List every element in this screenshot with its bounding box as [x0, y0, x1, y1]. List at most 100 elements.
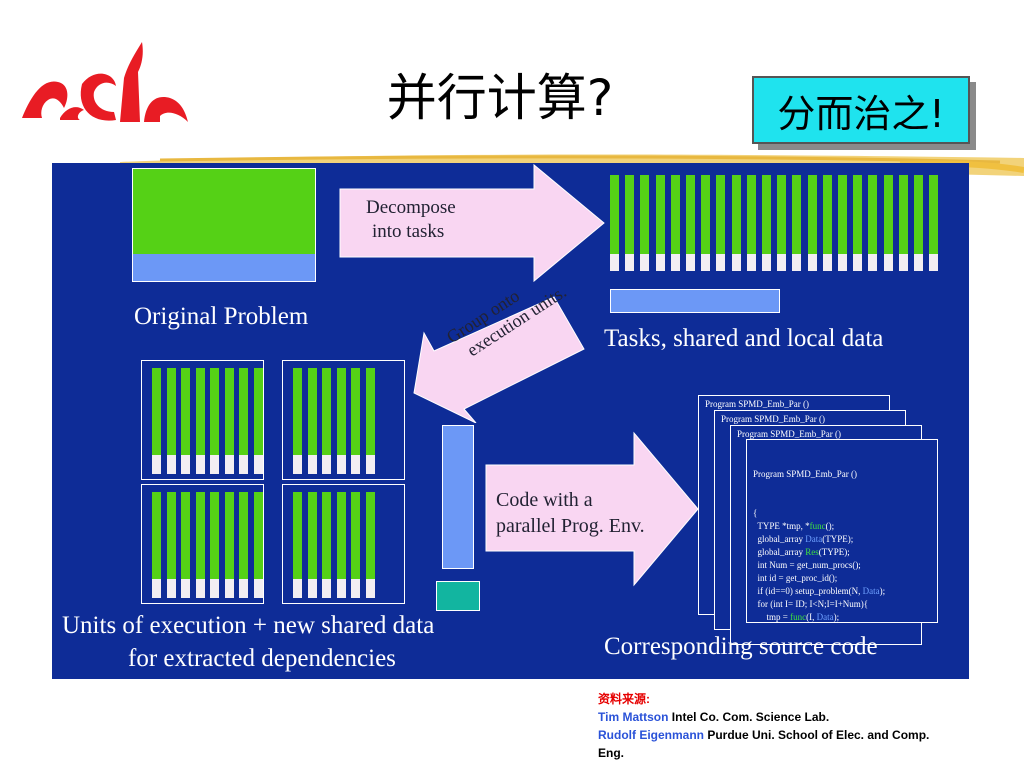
execution-unit — [282, 484, 405, 604]
unit-task-bar — [166, 368, 176, 474]
unit-task-bar — [253, 368, 263, 474]
unit-local-data — [166, 455, 176, 474]
task-local-data — [716, 254, 726, 271]
task-bar — [822, 175, 832, 271]
unit-local-data — [239, 455, 248, 474]
task-bar — [655, 175, 665, 271]
unit-task-bar — [195, 368, 205, 474]
task-bar — [898, 175, 908, 271]
code-body: { TYPE *tmp, *func(); global_array Data(… — [753, 507, 931, 622]
task-local-data — [868, 254, 878, 271]
task-bar — [929, 175, 939, 271]
task-bar — [625, 175, 635, 271]
unit-task-bar — [293, 492, 302, 598]
task-local-data — [883, 254, 893, 271]
task-local-data — [625, 254, 635, 271]
code-line: int Num = get_num_procs(); — [753, 560, 861, 570]
unit-task-bar — [365, 368, 375, 474]
unit-local-data — [195, 579, 205, 598]
unit-local-data — [322, 455, 331, 474]
unit-local-data — [365, 455, 375, 474]
task-local-data — [670, 254, 680, 271]
page-title: 并行计算? — [386, 69, 614, 127]
unit-local-data — [152, 579, 161, 598]
code-line: TYPE *tmp, *func(); — [753, 521, 835, 531]
unit-local-data — [224, 455, 234, 474]
task-bar — [868, 175, 878, 271]
unit-task-bar — [195, 492, 205, 598]
execution-unit — [282, 360, 405, 480]
unit-task-bar — [351, 492, 360, 598]
task-local-data — [929, 254, 939, 271]
task-local-data — [610, 254, 619, 271]
new-shared-data-bar — [442, 425, 474, 569]
unit-local-data — [336, 579, 346, 598]
unit-task-bar — [293, 368, 302, 474]
unit-local-data — [351, 455, 360, 474]
task-bar — [686, 175, 695, 271]
unit-task-bar — [365, 492, 375, 598]
group-onto-arrow — [413, 296, 585, 423]
unit-task-bar — [210, 368, 219, 474]
decompose-line-2: into tasks — [372, 221, 445, 242]
unit-local-data — [166, 579, 176, 598]
task-local-data — [898, 254, 908, 271]
unit-local-data — [336, 455, 346, 474]
code-page-3-header: Program SPMD_Emb_Par () — [737, 429, 841, 439]
code-page-4: Program SPMD_Emb_Par () { TYPE *tmp, *fu… — [746, 439, 938, 623]
unit-task-bar — [166, 492, 176, 598]
dependency-block — [436, 581, 480, 611]
task-local-data — [655, 254, 665, 271]
unit-local-data — [253, 455, 263, 474]
unit-local-data — [293, 579, 302, 598]
unit-task-bar — [307, 368, 317, 474]
task-local-data — [640, 254, 650, 271]
unit-local-data — [239, 579, 248, 598]
code-arrow — [485, 431, 699, 587]
task-local-data — [853, 254, 863, 271]
credit-affil-3: Eng. — [598, 746, 624, 760]
unit-task-bar — [181, 368, 190, 474]
units-label-line-2: for extracted dependencies — [128, 645, 396, 672]
task-bar — [762, 175, 771, 271]
code-line: int id = get_proc_id(); — [753, 573, 838, 583]
task-bar — [746, 175, 756, 271]
task-bar — [670, 175, 680, 271]
source-code-label: Corresponding source code — [604, 633, 878, 660]
task-bar — [883, 175, 893, 271]
units-label-line-1: Units of execution + new shared data — [62, 612, 435, 639]
unit-task-bar — [322, 492, 331, 598]
task-local-data — [838, 254, 847, 271]
credit-affil-2: Purdue Uni. School of Elec. and Comp. — [704, 728, 930, 742]
shared-data-bar — [610, 289, 780, 313]
unit-task-bar — [336, 492, 346, 598]
task-bar — [640, 175, 650, 271]
unit-local-data — [293, 455, 302, 474]
task-bar — [701, 175, 711, 271]
tasks-label: Tasks, shared and local data — [604, 325, 884, 352]
code-page-2-header: Program SPMD_Emb_Par () — [721, 414, 825, 424]
task-bar — [716, 175, 726, 271]
code-line: { — [753, 508, 758, 518]
code-line-2: parallel Prog. Env. — [496, 515, 645, 537]
unit-local-data — [253, 579, 263, 598]
code-line: tmp = func(I, Data); — [753, 612, 840, 622]
unit-task-bar — [224, 368, 234, 474]
unit-local-data — [224, 579, 234, 598]
task-bar — [914, 175, 923, 271]
task-bar — [777, 175, 787, 271]
diagram-panel: Original Problem Decompose into tasks Ta… — [52, 163, 969, 679]
task-local-data — [822, 254, 832, 271]
task-local-data — [807, 254, 817, 271]
execution-unit — [141, 360, 264, 480]
credit-name-2: Rudolf Eigenmann — [598, 728, 704, 742]
code-line: global_array Res(TYPE); — [753, 547, 850, 557]
unit-local-data — [181, 579, 190, 598]
task-local-data — [792, 254, 802, 271]
task-bar — [731, 175, 741, 271]
task-bar — [610, 175, 619, 271]
unit-task-bar — [322, 368, 331, 474]
unit-local-data — [322, 579, 331, 598]
unit-local-data — [365, 579, 375, 598]
unit-task-bar — [224, 492, 234, 598]
